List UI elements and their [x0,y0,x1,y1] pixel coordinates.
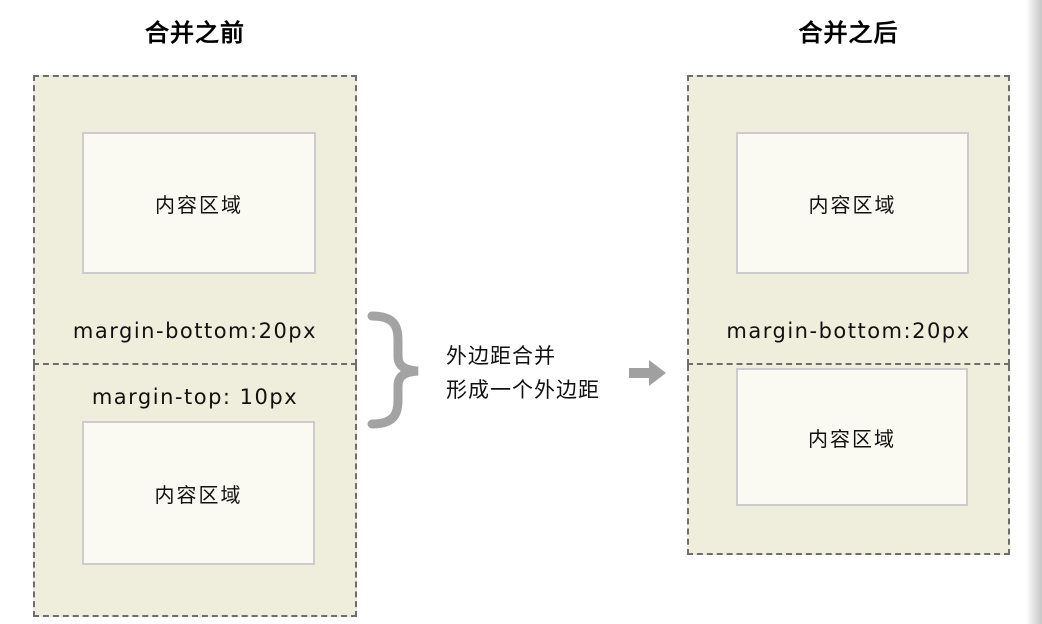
before-bottom-content-box: 内容区域 [82,421,315,565]
before-margin-top-label: margin-top: 10px [91,385,299,409]
before-title: 合并之前 [145,19,245,47]
annotation-text: 外边距合并 形成一个外边距 [446,339,600,407]
annotation-line2: 形成一个外边距 [446,378,600,402]
after-bottom-container: 内容区域 [687,365,1010,555]
before-bottom-container: margin-top: 10px 内容区域 [33,365,357,617]
after-margin-bottom-label: margin-bottom:20px [726,319,971,343]
after-top-content-box: 内容区域 [736,132,969,274]
after-bottom-content-box: 内容区域 [736,368,968,506]
content-area-label: 内容区域 [154,482,243,507]
page-edge-shadow [1026,0,1042,624]
content-area-label: 内容区域 [808,192,897,217]
curly-brace-icon [367,311,419,429]
arrow-right-icon [629,360,666,386]
content-area-label: 内容区域 [155,192,243,217]
before-top-container: 内容区域 margin-bottom:20px [33,75,357,365]
before-top-content-box: 内容区域 [82,132,316,274]
before-margin-bottom-label: margin-bottom:20px [72,319,318,343]
annotation-line1: 外边距合并 [446,344,556,368]
content-area-label: 内容区域 [808,426,896,451]
after-top-container: 内容区域 margin-bottom:20px [687,75,1010,365]
after-title: 合并之后 [798,19,899,47]
